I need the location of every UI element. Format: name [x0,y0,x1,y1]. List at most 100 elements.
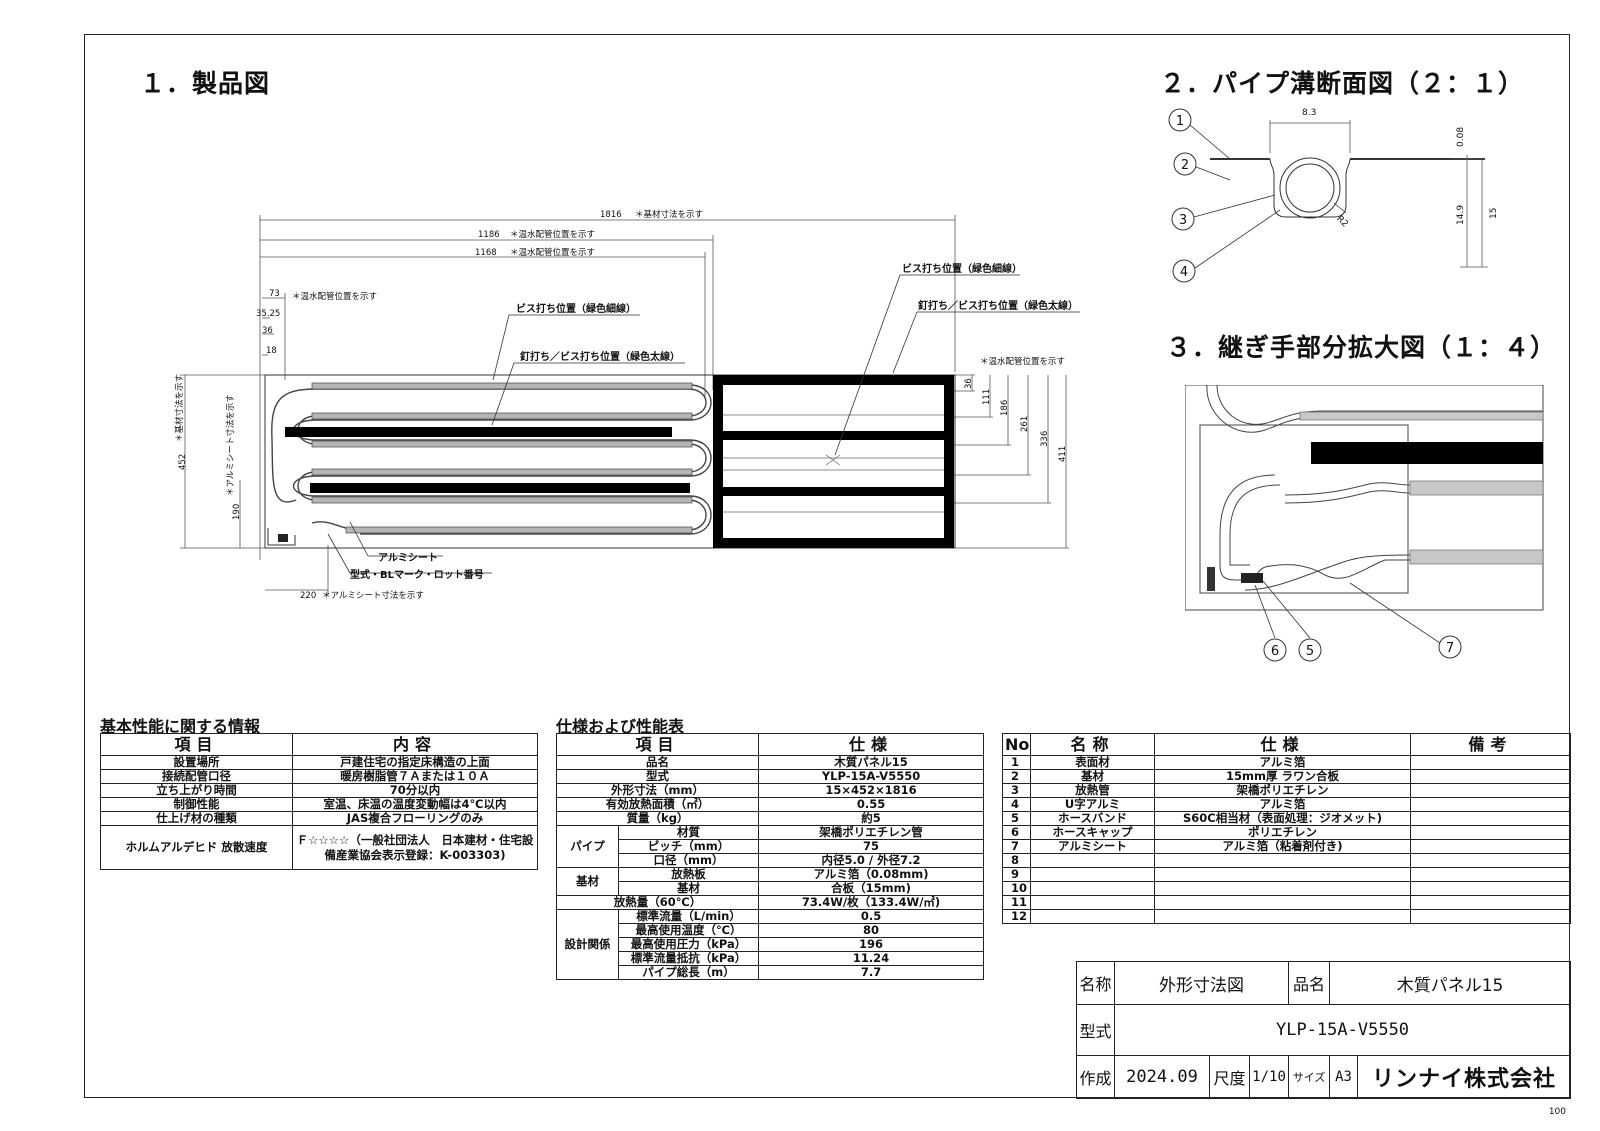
cell: 架橋ポリエチレン [1154,783,1411,798]
cell: ホルムアルデヒド 放散速度 [100,825,293,870]
cell: アルミ箔 [1154,797,1411,812]
cell: 80 [758,923,985,938]
cell: 設置場所 [100,755,293,770]
section-title-product: １．製品図 [140,69,271,98]
cell: アルミ箔 [1154,755,1411,770]
title-block-company: リンナイ株式会社 [1357,1055,1572,1099]
cell: 10 [1002,881,1031,896]
cell: 戸建住宅の指定床構造の上面 [292,755,538,770]
joint-drawing: 6 5 7 [1185,385,1544,662]
label-nail-thick-left: 釘打ち／ビス打ち位置（緑色太線） [520,350,680,363]
note-pipe-2: ＊温水配管位置を示す [510,247,595,258]
cell [1154,909,1411,924]
basic-info-table: 項目 内容 設置場所戸建住宅の指定床構造の上面 接続配管口径暖房樹脂管７Ａまたは… [100,733,538,870]
table-row: 基材放熱板アルミ箔（0.08mm) [556,867,985,896]
title-block: 名称 外形寸法図 品名 木質パネル15 型式 YLP-15A-V5550 作成 … [1076,961,1572,1099]
dim-336: 336 [1040,431,1050,447]
cell: 口径（mm） [617,853,760,868]
dim-36-right: 36 [964,378,974,389]
title-block-size-value: A3 [1329,1055,1359,1099]
table-row: 最高使用温度（℃）80 [557,923,985,938]
label-screw-thin-right: ビス打ち位置（緑色細線） [902,262,1022,275]
table-row: 設計関係標準流量（L/min）0.5 [556,909,985,980]
cell [1030,881,1155,896]
cell: 2 [1002,769,1031,784]
cell: 5 [1002,811,1031,826]
title-block-model-value: YLP-15A-V5550 [1113,1004,1572,1056]
cell: 質量（kg） [555,811,760,826]
cell: 標準流量抵抗（kPa） [617,951,760,966]
cell: 基材 [1030,769,1155,784]
cell: 最高使用圧力（kPa） [617,937,760,952]
cell: 型式 [555,769,760,784]
cell: 1 [1002,755,1031,770]
dim-411: 411 [1058,446,1068,462]
cell [1410,909,1571,924]
callout-2: 2 [1181,158,1189,173]
table-row: 12 [1002,909,1571,924]
table-row: 10 [1002,881,1571,896]
table-row: 有効放熱面積（㎡）0.55 [555,797,985,812]
cell: 表面材 [1030,755,1155,770]
cell [1154,853,1411,868]
parts-header-no: No [1002,733,1031,756]
cell [1410,853,1571,868]
cell: 基材 [617,881,760,896]
title-block-model-label: 型式 [1076,1004,1115,1056]
callout-3: 3 [1179,213,1187,228]
dim-18: 18 [266,346,277,356]
spec-header-spec: 仕様 [758,733,985,756]
dim-1186: 1186 [478,230,500,240]
table-row: 放熱量（60℃）73.4W/枚（133.4W/㎡) [555,895,985,910]
cell [1410,839,1571,854]
section-title-pipe-section: ２．パイプ溝断面図（２：１） [1160,69,1525,98]
spec-table-title: 仕様および性能表 [556,717,685,736]
cell: アルミ箔（粘着剤付き) [1154,839,1411,854]
cell: アルミ箔（0.08mm) [758,867,985,882]
callout-7: 7 [1446,641,1454,656]
cell: 15mm厚 ラワン合板 [1154,769,1411,784]
cell: 標準流量（L/min） [617,909,760,924]
cell: 内径5.0 / 外径7.2 [758,853,985,868]
table-row: ホルムアルデヒド 放散速度 Ｆ☆☆☆☆（一般社団法人 日本建材・住宅設備産業協会… [100,825,538,870]
label-screw-thin-left: ビス打ち位置（緑色細線） [516,302,636,315]
table-row: 設置場所戸建住宅の指定床構造の上面 [100,755,538,770]
label-nail-thick-right: 釘打ち／ビス打ち位置（緑色太線） [918,299,1078,312]
basic-info-header-content: 内容 [292,733,538,756]
note-alu-bottom: ＊アルミシート寸法を示す [322,590,424,601]
cell [1030,867,1155,882]
cell: 11.24 [758,951,985,966]
cell: ホースバンド [1030,811,1155,826]
title-block-name-label: 名称 [1076,961,1115,1005]
table-row: 口径（mm）内径5.0 / 外径7.2 [557,853,985,868]
cell: U字アルミ [1030,797,1155,812]
cell: 75 [758,839,985,854]
pipe-section-drawing: 1 2 3 4 8.3 R2 0.08 14.9 15 [1168,108,1499,283]
title-block-scale-value: 1/10 [1248,1055,1290,1099]
parts-header-name: 名称 [1030,733,1155,756]
cell: 6 [1002,825,1031,840]
cell: 最高使用温度（℃） [617,923,760,938]
dim-14-9: 14.9 [1456,205,1466,225]
dim-15: 15 [1489,208,1499,219]
group-cell: 基材 [556,867,619,896]
cell: 放熱量（60℃） [555,895,760,910]
group-cell: パイプ [556,825,619,868]
cell: ピッチ（mm） [617,839,760,854]
cell: 4 [1002,797,1031,812]
table-row: 8 [1002,853,1571,868]
cell: YLP-15A-V5550 [758,769,985,784]
group-cell: 設計関係 [556,909,619,980]
dim-1168: 1168 [475,248,497,258]
cell: 7.7 [758,965,985,980]
parts-header-remarks: 備考 [1410,733,1571,756]
cell [1030,909,1155,924]
cell: 暖房樹脂管７Ａまたは１０Ａ [292,769,538,784]
cell [1030,853,1155,868]
